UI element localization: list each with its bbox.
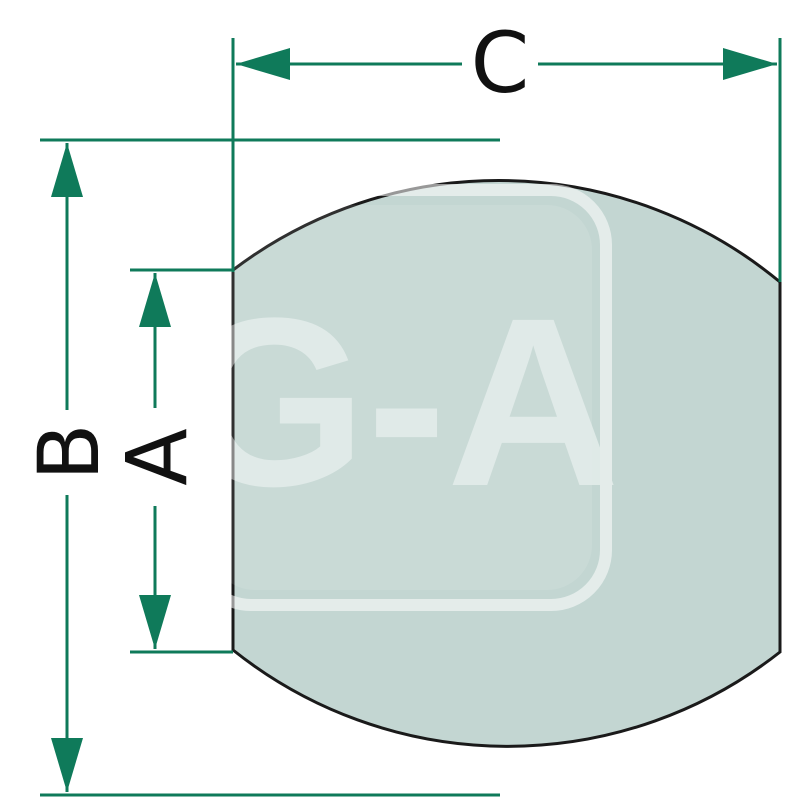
watermark: G-A xyxy=(180,184,620,611)
dimension-b: B xyxy=(20,138,500,797)
watermark-text: G-A xyxy=(180,268,620,536)
dimension-c-arrow-left xyxy=(236,48,290,80)
dimension-a-arrow-bottom xyxy=(139,595,171,649)
dimension-c-arrow-right xyxy=(723,48,777,80)
dimension-b-arrow-bottom xyxy=(51,738,83,792)
dimension-c-label: C xyxy=(471,14,530,112)
dimension-b-label: B xyxy=(20,423,118,481)
dimension-a-arrow-top xyxy=(139,273,171,327)
dimension-a: A xyxy=(108,268,233,654)
dimension-b-arrow-top xyxy=(51,143,83,197)
dimension-a-label: A xyxy=(108,428,206,485)
dimension-c: C xyxy=(231,14,782,282)
watermark-plate xyxy=(210,205,592,590)
watermark-frame xyxy=(190,184,612,611)
